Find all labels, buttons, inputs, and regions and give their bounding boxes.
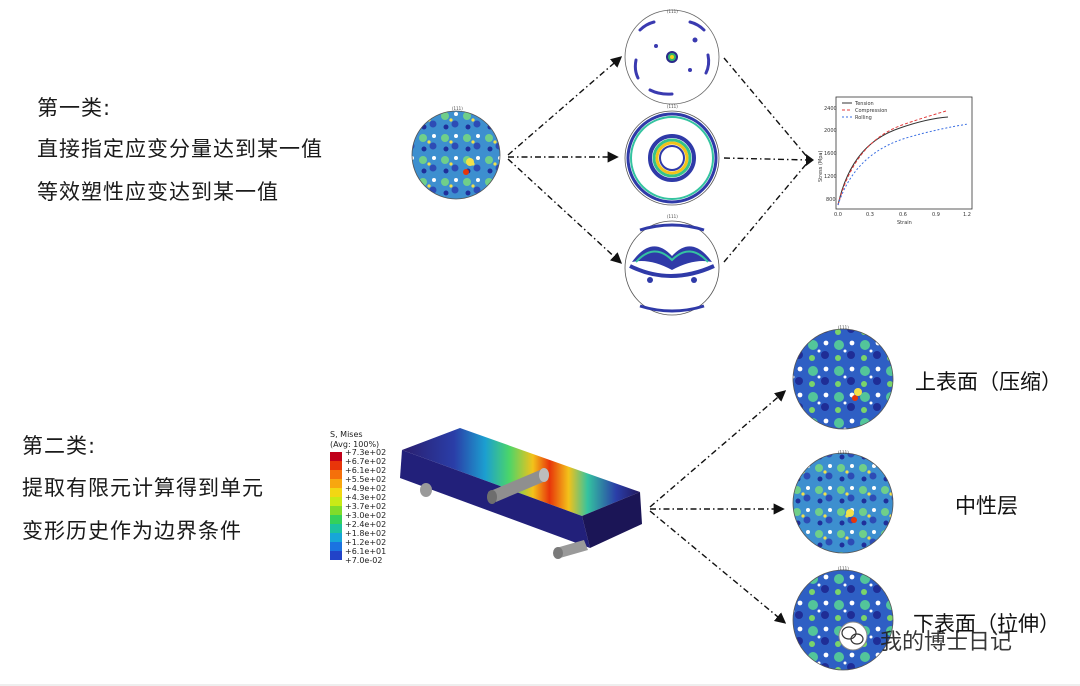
legend-swatch <box>330 470 342 479</box>
legend-tension: Tension <box>854 101 874 107</box>
section1-title: 第一类: <box>37 92 111 122</box>
legend-swatch <box>330 479 342 488</box>
wechat-icon <box>839 622 867 650</box>
xtick-4: 1.2 <box>963 212 971 218</box>
svg-text:(111): (111) <box>838 450 849 455</box>
legend-value: +4.3e+02 <box>345 493 386 502</box>
section2-line-1: 提取有限元计算得到单元 <box>22 472 264 502</box>
legend-value: +1.8e+02 <box>345 529 386 538</box>
legend-value: +2.4e+02 <box>345 520 386 529</box>
pole-figure-lower: (111) <box>793 566 893 670</box>
label-neutral-layer: 中性层 <box>955 490 1018 520</box>
source-pole-figure: (111) <box>412 106 500 199</box>
xtick-3: 0.9 <box>932 212 940 218</box>
legend-swatch <box>330 488 342 497</box>
xtick-0: 0.0 <box>834 212 842 218</box>
pole-figure-bottom: (111) <box>625 214 719 315</box>
fe-beam-model <box>400 428 642 559</box>
legend-swatch <box>330 461 342 470</box>
mises-legend: S, Mises (Avg: 100%) +7.3e+02+6.7e+02+6.… <box>330 430 386 565</box>
legend-swatch <box>330 506 342 515</box>
svg-text:(111): (111) <box>667 214 678 219</box>
section2-title: 第二类: <box>22 430 96 460</box>
section1-line-1: 直接指定应变分量达到某一值 <box>37 133 323 163</box>
xaxis-label: Strain <box>897 220 912 226</box>
svg-text:(111): (111) <box>667 104 678 109</box>
legend-swatch <box>330 524 342 533</box>
pole-figure-top: (111) <box>625 9 719 104</box>
legend-swatch <box>330 533 342 542</box>
legend-swatch <box>330 452 342 461</box>
ytick-1: 2000 <box>824 128 837 134</box>
ytick-0: 2400 <box>824 106 837 112</box>
legend-rolling: Rolling <box>855 115 872 121</box>
pole-figure-middle: (111) <box>625 104 719 205</box>
legend-swatch <box>330 551 342 560</box>
xtick-2: 0.6 <box>899 212 907 218</box>
ytick-2: 1600 <box>824 151 837 157</box>
convergence-arrowhead <box>806 154 814 166</box>
pole-figure-neutral: (111) <box>793 450 893 553</box>
legend-value: +7.3e+02 <box>345 448 386 457</box>
legend-value: +4.9e+02 <box>345 484 386 493</box>
label-upper-surface: 上表面（压缩） <box>915 366 1062 396</box>
legend-value: +1.2e+02 <box>345 538 386 547</box>
legend-value: +3.0e+02 <box>345 511 386 520</box>
legend-value: +6.1e+02 <box>345 466 386 475</box>
ytick-4: 800 <box>826 197 836 203</box>
stress-strain-chart: Tension Compression Rolling 2400 2000 16… <box>818 97 972 226</box>
xtick-1: 0.3 <box>866 212 874 218</box>
legend-value: +5.5e+02 <box>345 475 386 484</box>
roller-bottom-right <box>553 540 588 559</box>
legend-compression: Compression <box>855 108 887 114</box>
legend-title: S, Mises <box>330 430 363 439</box>
legend-value: +7.0e-02 <box>345 556 382 565</box>
pole-index-label: (111) <box>452 106 463 111</box>
section2-line-2: 变形历史作为边界条件 <box>22 515 242 545</box>
svg-text:(111): (111) <box>838 325 849 330</box>
section1-line-2: 等效塑性应变达到某一值 <box>37 176 279 206</box>
legend-value: +6.1e+01 <box>345 547 386 556</box>
legend-value: +6.7e+02 <box>345 457 386 466</box>
svg-text:(111): (111) <box>667 9 678 14</box>
legend-value: +3.7e+02 <box>345 502 386 511</box>
pole-figure-upper: (111) <box>793 325 893 429</box>
legend-swatch <box>330 542 342 551</box>
ytick-3: 1200 <box>824 174 837 180</box>
yaxis-label: Stress (Mpa) <box>818 151 824 182</box>
svg-text:(111): (111) <box>838 566 849 571</box>
legend-swatch <box>330 497 342 506</box>
roller-bottom-left <box>420 483 432 497</box>
legend-swatch <box>330 515 342 524</box>
arrows-section2 <box>650 392 784 622</box>
watermark-text: 我的博士日记 <box>880 624 1012 656</box>
